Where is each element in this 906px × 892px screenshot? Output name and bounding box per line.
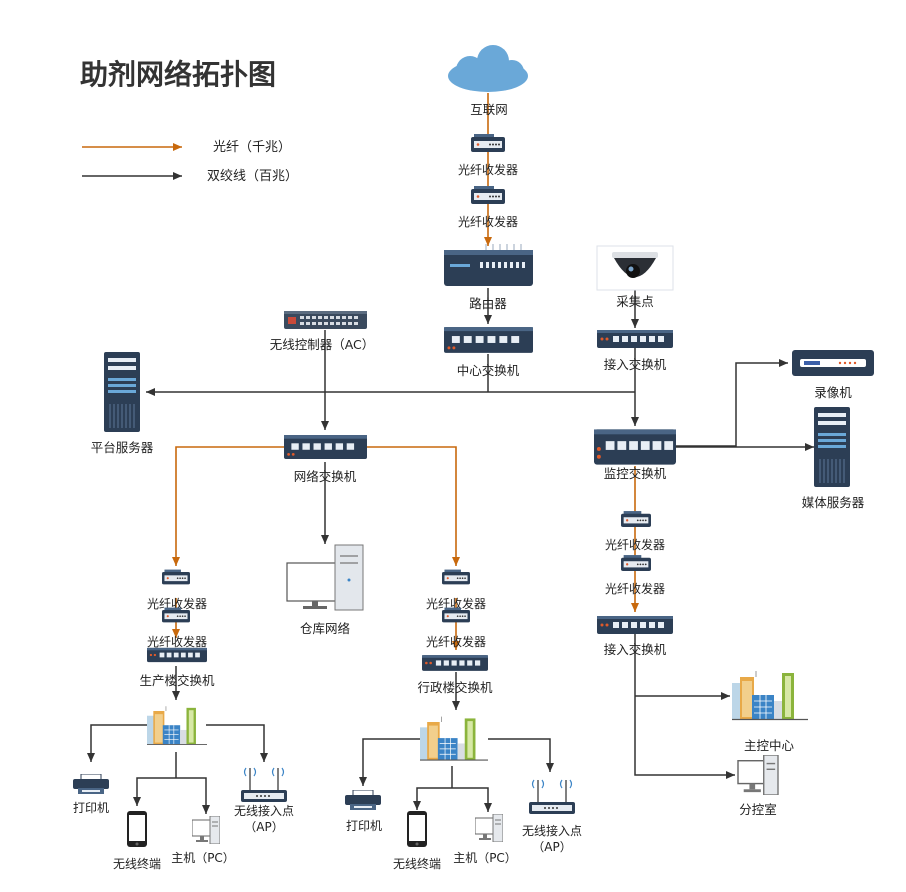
phone-icon [127, 811, 147, 847]
ap-2-label: 无线接入点 [522, 823, 582, 838]
transceiver-6-label: 光纤收发器 [147, 634, 207, 649]
wireless-terminal-2-label: 无线终端 [393, 856, 441, 871]
printer-2-label: 打印机 [346, 819, 382, 833]
link-admin-printer [359, 738, 424, 786]
link-prod-terminal [133, 777, 176, 806]
media-server-icon [814, 407, 850, 487]
core-switch-label: 中心交换机 [457, 363, 520, 378]
router-label: 路由器 [469, 296, 507, 311]
transceiver-icon [471, 186, 505, 204]
wireless-controller-icon [284, 311, 367, 329]
cloud-icon [448, 45, 528, 92]
internet-label: 互联网 [470, 102, 508, 117]
link-access2-sub-control [634, 634, 735, 779]
recorder-icon [792, 350, 874, 376]
phone-icon [407, 811, 427, 847]
network-switch-icon [284, 435, 367, 459]
camera-icon [596, 245, 674, 291]
network-switch-label: 网络交换机 [294, 469, 357, 484]
transceiver-icon [471, 134, 505, 152]
ap-1-label-sub: （AP） [244, 820, 283, 834]
access-switch-1-label: 接入交换机 [604, 357, 667, 372]
monitor-switch-icon [594, 429, 676, 465]
core-switch-icon [444, 327, 533, 353]
host-pc-1-label: 主机（PC） [171, 851, 235, 865]
link-prod-pc [176, 777, 210, 814]
transceiver-icon [621, 555, 651, 571]
transceiver-icon [621, 511, 651, 527]
access-switch-1-icon [597, 330, 673, 348]
production-switch-label: 生产楼交换机 [139, 673, 215, 688]
production-switch-icon [147, 647, 207, 663]
transceiver-7-label: 光纤收发器 [426, 596, 486, 611]
link-prod-printer [87, 724, 148, 762]
camera-node: 采集点 [596, 245, 674, 309]
link-monitor-recorder [676, 359, 788, 447]
link-admin-terminal [413, 787, 452, 810]
transceiver-icon [162, 569, 190, 585]
legend: 光纤（千兆） 双绞线（百兆） [82, 140, 298, 184]
admin-building-icon [420, 715, 488, 761]
ap-1-label: 无线接入点 [234, 803, 294, 818]
printer-icon [73, 774, 109, 794]
production-building-icon [147, 705, 207, 746]
access-switch-2-icon [597, 616, 673, 634]
wireless-terminal-1-label: 无线终端 [113, 856, 161, 871]
recorder-node: 录像机 [792, 350, 874, 400]
main-control-building-icon [732, 670, 808, 721]
router-icon [444, 244, 533, 286]
transceiver-icon [442, 569, 470, 585]
admin-switch-icon [422, 655, 488, 671]
sub-control-pc-icon [737, 755, 779, 795]
transceiver-1-label: 光纤收发器 [458, 162, 518, 177]
admin-switch-label: 行政楼交换机 [417, 680, 493, 695]
media-server-label: 媒体服务器 [802, 495, 865, 510]
access-point-icon [241, 767, 287, 803]
internet-node: 互联网 [448, 45, 528, 117]
transceiver-4-label: 光纤收发器 [605, 581, 665, 596]
router-node: 路由器 [444, 244, 533, 311]
printer-1-label: 打印机 [73, 801, 109, 815]
wireless-controller-node: 无线控制器（AC） [270, 311, 375, 352]
recorder-label: 录像机 [814, 385, 852, 400]
access-switch-2-label: 接入交换机 [604, 642, 667, 657]
transceiver-2-label: 光纤收发器 [458, 214, 518, 229]
link-network-admin [366, 446, 460, 566]
warehouse-network-label: 仓库网络 [300, 621, 351, 636]
host-pc-icon [475, 814, 503, 842]
link-prod-ap [206, 724, 268, 762]
sub-control-label: 分控室 [739, 802, 777, 817]
legend-fiber-label: 光纤（千兆） [213, 140, 291, 155]
platform-server-icon [103, 352, 141, 432]
access-point-icon [529, 779, 575, 815]
transceiver-5-label: 光纤收发器 [147, 596, 207, 611]
camera-label: 采集点 [616, 294, 654, 309]
main-control-label: 主控中心 [744, 738, 795, 753]
warehouse-pc-icon [286, 544, 364, 611]
monitor-switch-label: 监控交换机 [604, 466, 667, 481]
link-admin-ap [488, 738, 554, 772]
transceiver-8-label: 光纤收发器 [426, 634, 486, 649]
printer-icon [345, 790, 381, 810]
connections [87, 93, 814, 814]
platform-server-label: 平台服务器 [91, 440, 154, 455]
host-pc-icon [192, 816, 220, 844]
host-pc-2-label: 主机（PC） [453, 851, 517, 865]
ap-2-label-sub: （AP） [532, 840, 571, 854]
link-admin-pc [452, 787, 492, 812]
wireless-controller-label: 无线控制器（AC） [270, 337, 375, 352]
link-network-production [172, 446, 284, 566]
transceiver-3-label: 光纤收发器 [605, 537, 665, 552]
legend-twisted-label: 双绞线（百兆） [207, 168, 298, 184]
diagram-title: 助剂网络拓扑图 [80, 58, 276, 91]
